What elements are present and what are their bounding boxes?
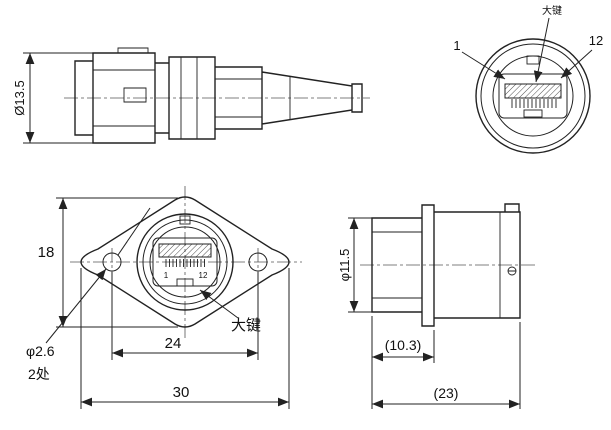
width-dim-extension-lines (80, 268, 290, 409)
plug-front-pin12-label: 12 (589, 33, 603, 48)
mount-depth-label: (10.3) (385, 337, 422, 353)
mount-hole-right (248, 252, 268, 272)
receptacle-outer-ring (136, 213, 234, 311)
receptacle-key-leader (199, 289, 239, 319)
receptacle-pin1-label: 1 (164, 271, 169, 280)
receptacle-side-view: φ11.5 (10.3) (23) (337, 203, 536, 409)
plug-front-pin1-label: 1 (453, 38, 460, 53)
mount-hole-left (102, 252, 122, 272)
plug-body-details (93, 47, 291, 139)
receptacle-pins (165, 259, 205, 267)
receptacle-key-label: 大键 (231, 317, 261, 334)
plug-dim-extension-lines (23, 52, 93, 144)
plug-front-key-label: 大键 (542, 4, 562, 17)
receptacle-latch (176, 278, 194, 287)
plug-front-view: 大键 1 12 (453, 4, 603, 154)
receptacle-front-view: 1 12 18 24 30 φ2.6 2处 大键 (26, 186, 302, 409)
plug-front-middle-ring (480, 43, 586, 149)
receptacle-key-notch (179, 215, 191, 225)
plug-front-pin12-leader (560, 49, 593, 79)
hole-callout-leader-extension (117, 207, 151, 256)
length-label: (23) (434, 385, 459, 401)
plug-side-view: Ø13.5 (12, 47, 370, 144)
plug-body-outline (74, 52, 363, 144)
hole-diameter-label: φ2.6 (26, 343, 55, 359)
hole-spacing-extension-lines (111, 272, 259, 360)
receptacle-key-bar (158, 243, 212, 258)
plug-front-latch (523, 109, 543, 118)
ground-screw (507, 266, 517, 276)
plug-front-key-bar (504, 83, 562, 99)
hole-count-label: 2处 (28, 366, 50, 382)
receptacle-middle-ring (142, 219, 228, 305)
plug-front-key-leader (533, 17, 550, 83)
receptacle-side-details (372, 212, 516, 318)
hole-callout-leader (45, 268, 107, 344)
plug-front-key-notch (526, 55, 540, 65)
side-diameter-label: φ11.5 (337, 249, 352, 282)
hole-spacing-dim-label: 24 (165, 335, 182, 352)
plug-front-pins (511, 99, 557, 108)
receptacle-inner-ring (149, 226, 221, 298)
receptacle-pin12-label: 12 (199, 271, 208, 280)
plug-front-pin1-leader (461, 51, 506, 80)
plug-diameter-label: Ø13.5 (12, 80, 27, 115)
height-dim-label: 18 (38, 244, 55, 261)
plug-front-outer-ring (475, 38, 591, 154)
mount-depth-extension-lines (371, 316, 435, 409)
flange-outline (80, 196, 290, 328)
plug-front-insert (498, 73, 568, 119)
receptacle-front-centerlines (70, 186, 302, 340)
height-dim-extension-lines (56, 197, 178, 328)
width-dim-label: 30 (173, 384, 190, 401)
receptacle-side-outline (371, 203, 521, 327)
